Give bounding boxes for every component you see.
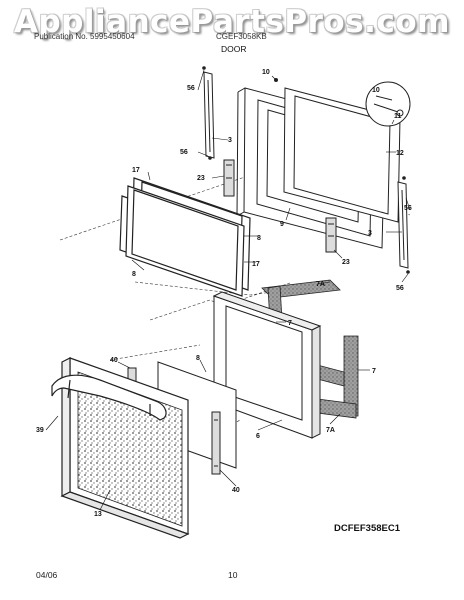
section-title: DOOR [221, 44, 247, 54]
footer-date: 04/06 [36, 570, 58, 580]
callout-8: 8 [196, 355, 200, 362]
glass-panel-outer [125, 185, 245, 297]
door-inner-panel [212, 291, 322, 439]
diagram-code: DCFEF358EC1 [334, 523, 400, 534]
publication-number: Publication No. 5995450604 [34, 32, 135, 41]
callout-23: 23 [197, 175, 205, 182]
callout-7: 7 [372, 368, 376, 375]
callout-56: 56 [180, 149, 188, 156]
callout-3: 3 [228, 137, 232, 144]
callout-40: 40 [232, 487, 240, 494]
callout-11: 11 [394, 113, 402, 120]
callout-13: 13 [94, 511, 102, 518]
page-number: 10 [228, 570, 238, 580]
callout-56: 56 [396, 285, 404, 292]
callout-8: 8 [132, 271, 136, 278]
callout-10: 10 [262, 69, 270, 76]
callout-17: 17 [132, 167, 140, 174]
side-channel-left [203, 71, 215, 159]
watermark: AppliancePartsPros.com [14, 4, 450, 40]
door-handle [51, 374, 167, 421]
callout-leader-lines [45, 69, 411, 511]
callout-7A: 7A [316, 281, 325, 288]
callout-17: 17 [252, 261, 260, 268]
callout-40: 40 [110, 357, 118, 364]
callout-56: 56 [404, 205, 412, 212]
callout-labels: 10 56 3 56 23 17 9 12 10 11 8 17 8 23 56… [36, 69, 412, 518]
door-hinge-right [325, 217, 337, 253]
callout-10: 10 [372, 87, 380, 94]
callout-7A: 7A [326, 427, 335, 434]
callout-12: 12 [396, 150, 404, 157]
callout-56: 56 [187, 85, 195, 92]
door-hinge-lower [211, 411, 221, 475]
callout-7: 7 [288, 320, 292, 327]
callout-3: 3 [368, 230, 372, 237]
callout-9: 9 [280, 221, 284, 228]
callout-8: 8 [257, 235, 261, 242]
callout-23: 23 [342, 259, 350, 266]
side-channel-right [397, 181, 409, 269]
insulation-strip-right [343, 335, 359, 417]
callout-39: 39 [36, 427, 44, 434]
callout-6: 6 [256, 433, 260, 440]
tool-inset [365, 81, 411, 127]
door-hinge-left [223, 159, 235, 197]
model-number: CGEF3058KB [216, 32, 267, 41]
door-liner-plate [283, 87, 401, 223]
